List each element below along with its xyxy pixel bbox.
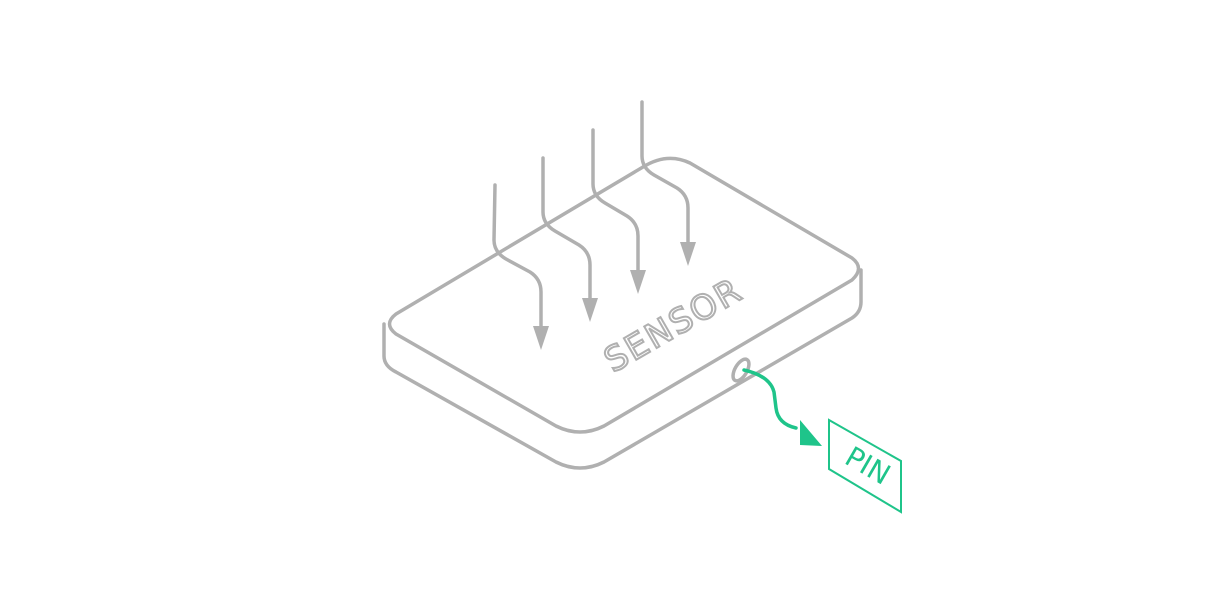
incoming-arrow <box>492 183 549 350</box>
incoming-arrows <box>492 100 696 350</box>
pin-box: PIN <box>828 418 902 514</box>
sensor-label: SENSOR <box>597 270 749 381</box>
pin-label: PIN <box>840 440 896 492</box>
output-signal <box>742 368 822 446</box>
incoming-arrow <box>640 100 696 266</box>
sensor-output-port <box>731 357 751 383</box>
incoming-arrow <box>541 156 598 322</box>
output-arrowhead <box>800 420 822 446</box>
sensor-side-face <box>382 268 863 470</box>
sensor-device <box>382 156 863 470</box>
sensor-top-face <box>387 156 861 434</box>
incoming-arrow <box>591 128 646 294</box>
